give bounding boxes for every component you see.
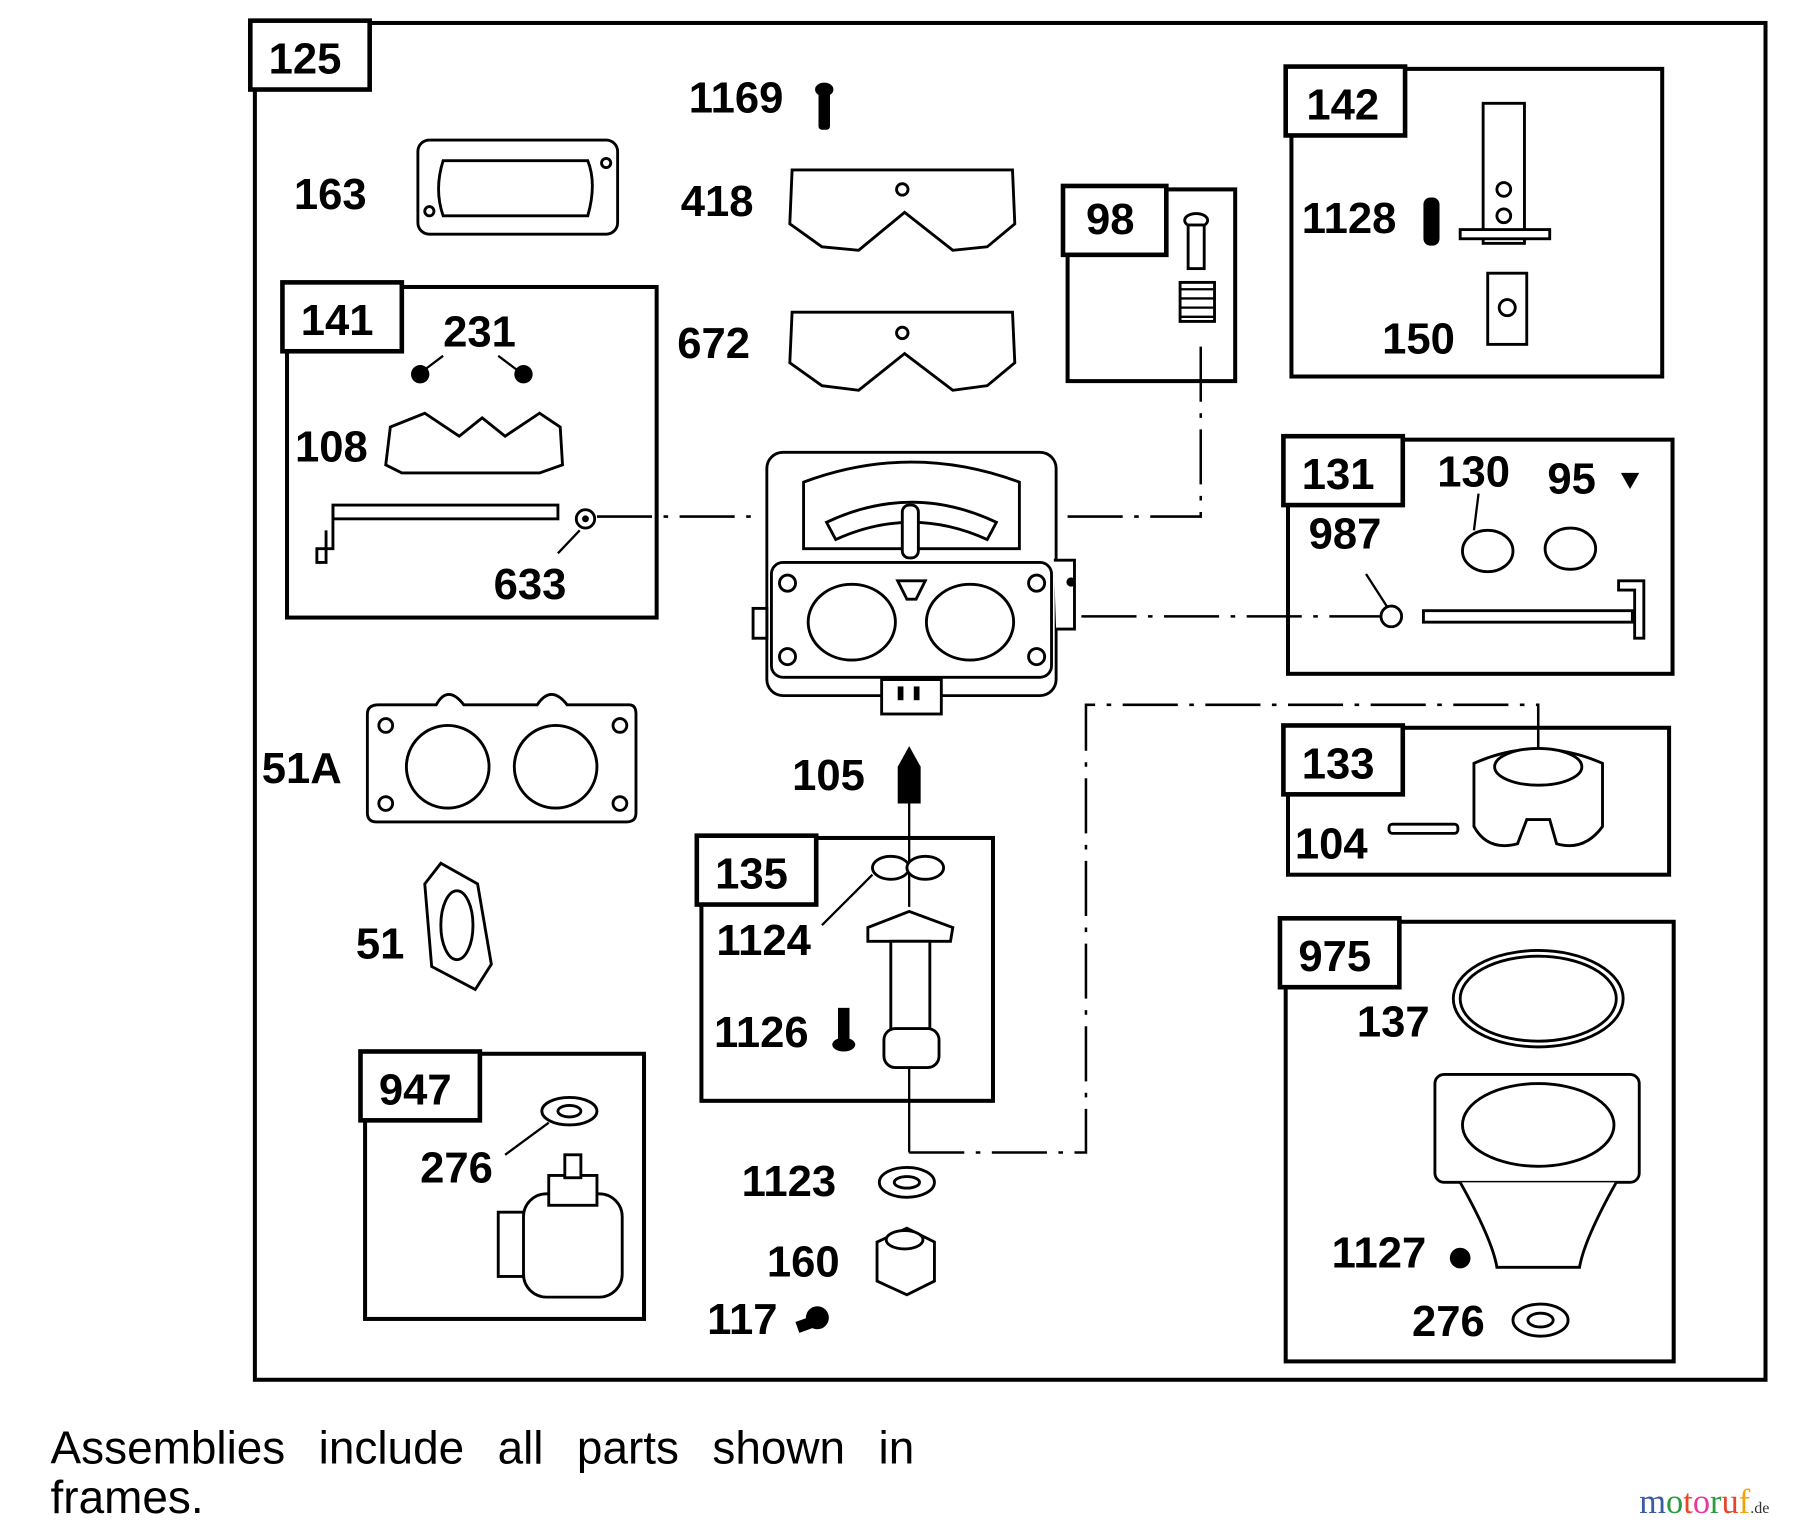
part-672-gasket — [788, 310, 1017, 392]
frame-label-975: 975 — [1298, 933, 1371, 981]
part-nozzle-tube — [866, 909, 955, 1069]
label-231: 231 — [443, 309, 516, 357]
frame-label-135: 135 — [715, 850, 788, 898]
frame-141 — [285, 284, 659, 620]
frame-label-142: 142 — [1306, 81, 1379, 129]
part-975-bowl — [1433, 949, 1641, 1338]
part-108-plate — [384, 411, 565, 475]
label-1123: 1123 — [742, 1158, 837, 1206]
part-labels: 163 1169 418 672 231 108 633 51A 51 105 … — [262, 74, 1596, 1346]
label-108: 108 — [295, 423, 368, 471]
part-98-screw-spring — [1178, 212, 1216, 323]
frame-131 — [1285, 437, 1675, 676]
part-231-screws — [410, 354, 533, 384]
part-throttle-shaft — [315, 503, 597, 564]
footnote-line-1: Assemblies include all parts shown in — [51, 1422, 915, 1474]
part-131-choke — [1365, 472, 1646, 640]
label-105: 105 — [792, 752, 865, 800]
label-418: 418 — [681, 178, 754, 226]
frame-975 — [1283, 919, 1676, 1364]
label-160: 160 — [767, 1238, 840, 1286]
part-1123-washer — [877, 1165, 936, 1199]
label-1124: 1124 — [716, 917, 811, 965]
part-1169-screw — [815, 82, 834, 130]
part-418-gasket — [788, 168, 1017, 252]
frame-label-125: 125 — [269, 35, 342, 83]
label-51: 51 — [356, 920, 405, 968]
part-1126-screw — [832, 1007, 856, 1052]
part-163-cover — [416, 138, 620, 236]
label-104: 104 — [1295, 821, 1369, 869]
label-150: 150 — [1382, 316, 1455, 364]
label-1126: 1126 — [714, 1009, 809, 1057]
label-163: 163 — [294, 171, 367, 219]
frame-125 — [252, 20, 1768, 1382]
label-51A: 51A — [262, 745, 342, 793]
label-987: 987 — [1309, 511, 1382, 559]
frame-133 — [1285, 725, 1672, 877]
part-160-nut — [875, 1226, 936, 1297]
watermark-logo: motoruf.de — [1639, 1483, 1769, 1521]
label-137: 137 — [1357, 999, 1430, 1047]
frame-947 — [363, 1051, 647, 1321]
part-142-bracket — [1423, 101, 1552, 346]
part-947-solenoid — [496, 1095, 624, 1299]
svg-text:motoruf.de: motoruf.de — [1639, 1483, 1769, 1521]
leader-lines — [596, 344, 1540, 1154]
frame-label-141: 141 — [301, 297, 374, 345]
part-133-float — [1387, 746, 1604, 848]
label-1128: 1128 — [1302, 195, 1397, 243]
part-105-needle — [897, 746, 921, 804]
footnote-line-2: frames. — [51, 1471, 204, 1523]
label-1169: 1169 — [689, 74, 784, 122]
frame-135 — [699, 835, 995, 1103]
label-130: 130 — [1437, 449, 1510, 497]
part-51-gasket — [423, 861, 493, 992]
frame-label-947: 947 — [379, 1066, 452, 1114]
part-51A-gasket — [365, 693, 638, 824]
frame-label-131: 131 — [1302, 451, 1375, 499]
frame-label-98: 98 — [1086, 196, 1135, 244]
label-117: 117 — [707, 1296, 777, 1344]
label-276-bowl: 276 — [1412, 1298, 1485, 1346]
part-1124-oring — [821, 854, 946, 927]
label-1127: 1127 — [1332, 1229, 1427, 1277]
carburetor-body — [751, 450, 1076, 716]
label-276-solenoid: 276 — [420, 1144, 493, 1192]
frame-142 — [1289, 66, 1665, 379]
frame-label-133: 133 — [1302, 740, 1375, 788]
part-117-screw — [795, 1306, 829, 1333]
label-672: 672 — [677, 320, 750, 368]
label-633: 633 — [494, 561, 567, 609]
label-95: 95 — [1547, 456, 1596, 504]
